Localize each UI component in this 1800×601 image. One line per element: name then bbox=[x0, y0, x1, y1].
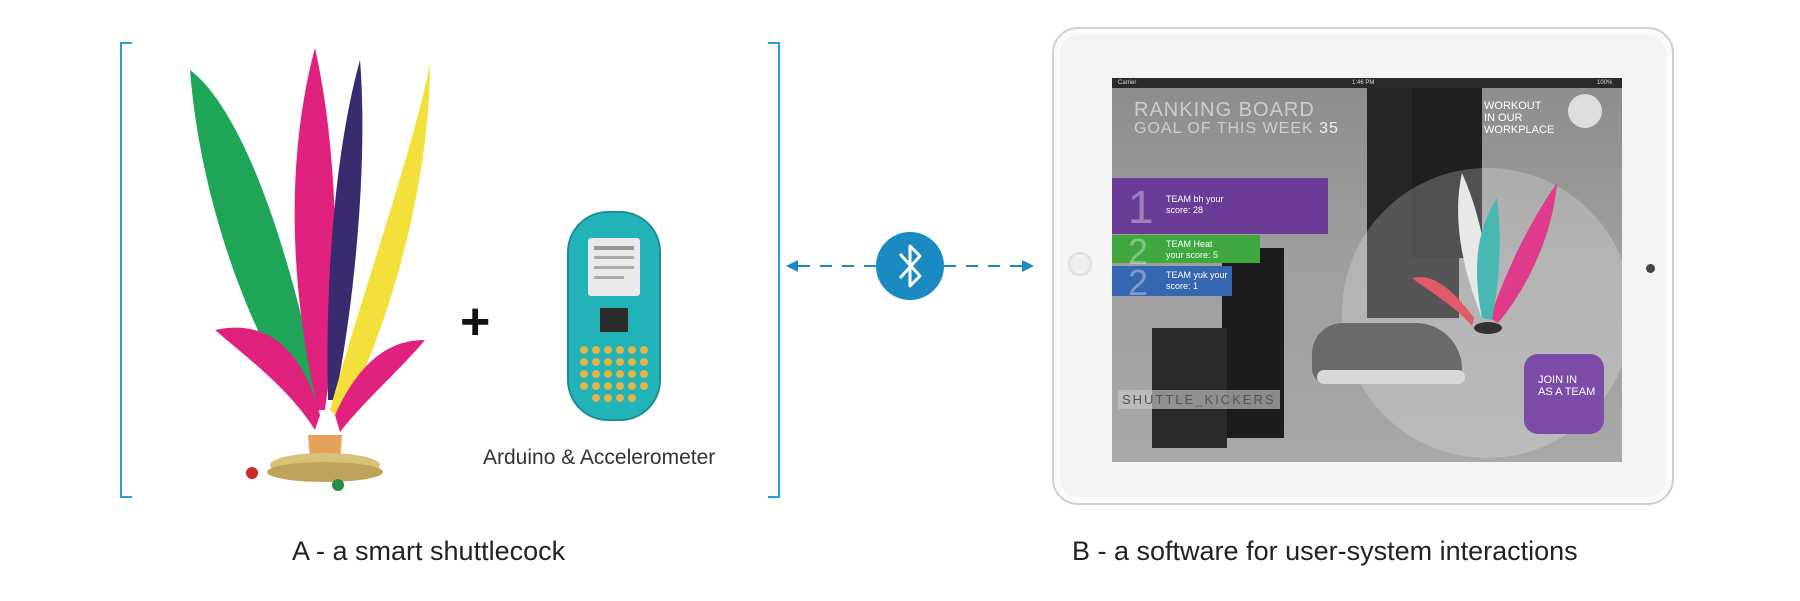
team-name: TEAM bh your bbox=[1166, 194, 1224, 204]
workout-circle-icon bbox=[1568, 94, 1602, 128]
team-rank: 1 bbox=[1128, 181, 1154, 233]
workout-label: WORKOUT IN OUR WORKPLACE bbox=[1484, 100, 1554, 136]
photo-shuttlecock bbox=[1412, 173, 1557, 334]
team-name: TEAM Heat bbox=[1166, 239, 1213, 249]
tablet-home-button[interactable] bbox=[1068, 252, 1092, 276]
plus-sign: + bbox=[460, 293, 491, 351]
caption-b: B - a software for user-system interacti… bbox=[1072, 536, 1578, 566]
ranking-board-title: RANKING BOARD bbox=[1134, 99, 1315, 121]
join-line-1: JOIN IN bbox=[1538, 374, 1578, 386]
bluetooth-icon bbox=[876, 232, 944, 300]
bracket-right bbox=[768, 42, 780, 498]
photo-shoe-sole bbox=[1317, 370, 1465, 384]
workout-line-3: WORKPLACE bbox=[1484, 124, 1555, 136]
arduino-board-image bbox=[567, 211, 661, 421]
team-row[interactable]: 1 TEAM bh your score: 28 bbox=[1112, 178, 1328, 234]
weekly-goal: GOAL OF THIS WEEK 35 bbox=[1134, 120, 1339, 138]
team-row[interactable]: 2 TEAM yuk your score: 1 bbox=[1112, 262, 1232, 303]
join-line-2: AS A TEAM bbox=[1538, 386, 1596, 398]
app-screen: Carrier 1:46 PM 100% RANKING BOARD GOAL … bbox=[1112, 78, 1622, 462]
weekly-goal-value: 35 bbox=[1319, 120, 1339, 137]
workout-line-1: WORKOUT bbox=[1484, 100, 1542, 112]
bracket-left bbox=[120, 42, 132, 498]
weekly-goal-label: GOAL OF THIS WEEK bbox=[1134, 120, 1314, 137]
caption-a: A - a smart shuttlecock bbox=[292, 536, 566, 566]
status-time: 1:46 PM bbox=[1352, 80, 1375, 86]
app-logo-text: SHUTTLE_KICKERS bbox=[1118, 390, 1280, 409]
team-rank: 2 bbox=[1128, 262, 1149, 303]
board-caption: Arduino & Accelerometer bbox=[483, 446, 716, 469]
shuttlecock-image bbox=[190, 48, 430, 491]
team-score: score: 28 bbox=[1166, 205, 1204, 215]
tablet-camera bbox=[1646, 264, 1655, 273]
join-team-button[interactable]: JOIN IN AS A TEAM bbox=[1524, 354, 1604, 434]
team-rank: 2 bbox=[1128, 231, 1149, 272]
photo-leg-lower-2 bbox=[1152, 328, 1227, 448]
team-name: TEAM yuk your bbox=[1166, 270, 1228, 280]
status-carrier: Carrier bbox=[1118, 80, 1137, 86]
bluetooth-connection bbox=[786, 232, 1034, 300]
team-score: your score: 5 bbox=[1166, 250, 1219, 260]
status-bar: Carrier 1:46 PM 100% bbox=[1112, 78, 1622, 88]
team-score: score: 1 bbox=[1166, 281, 1199, 291]
team-row[interactable]: 2 TEAM Heat your score: 5 bbox=[1112, 231, 1260, 272]
status-battery: 100% bbox=[1597, 80, 1613, 86]
workout-line-2: IN OUR bbox=[1484, 112, 1523, 124]
